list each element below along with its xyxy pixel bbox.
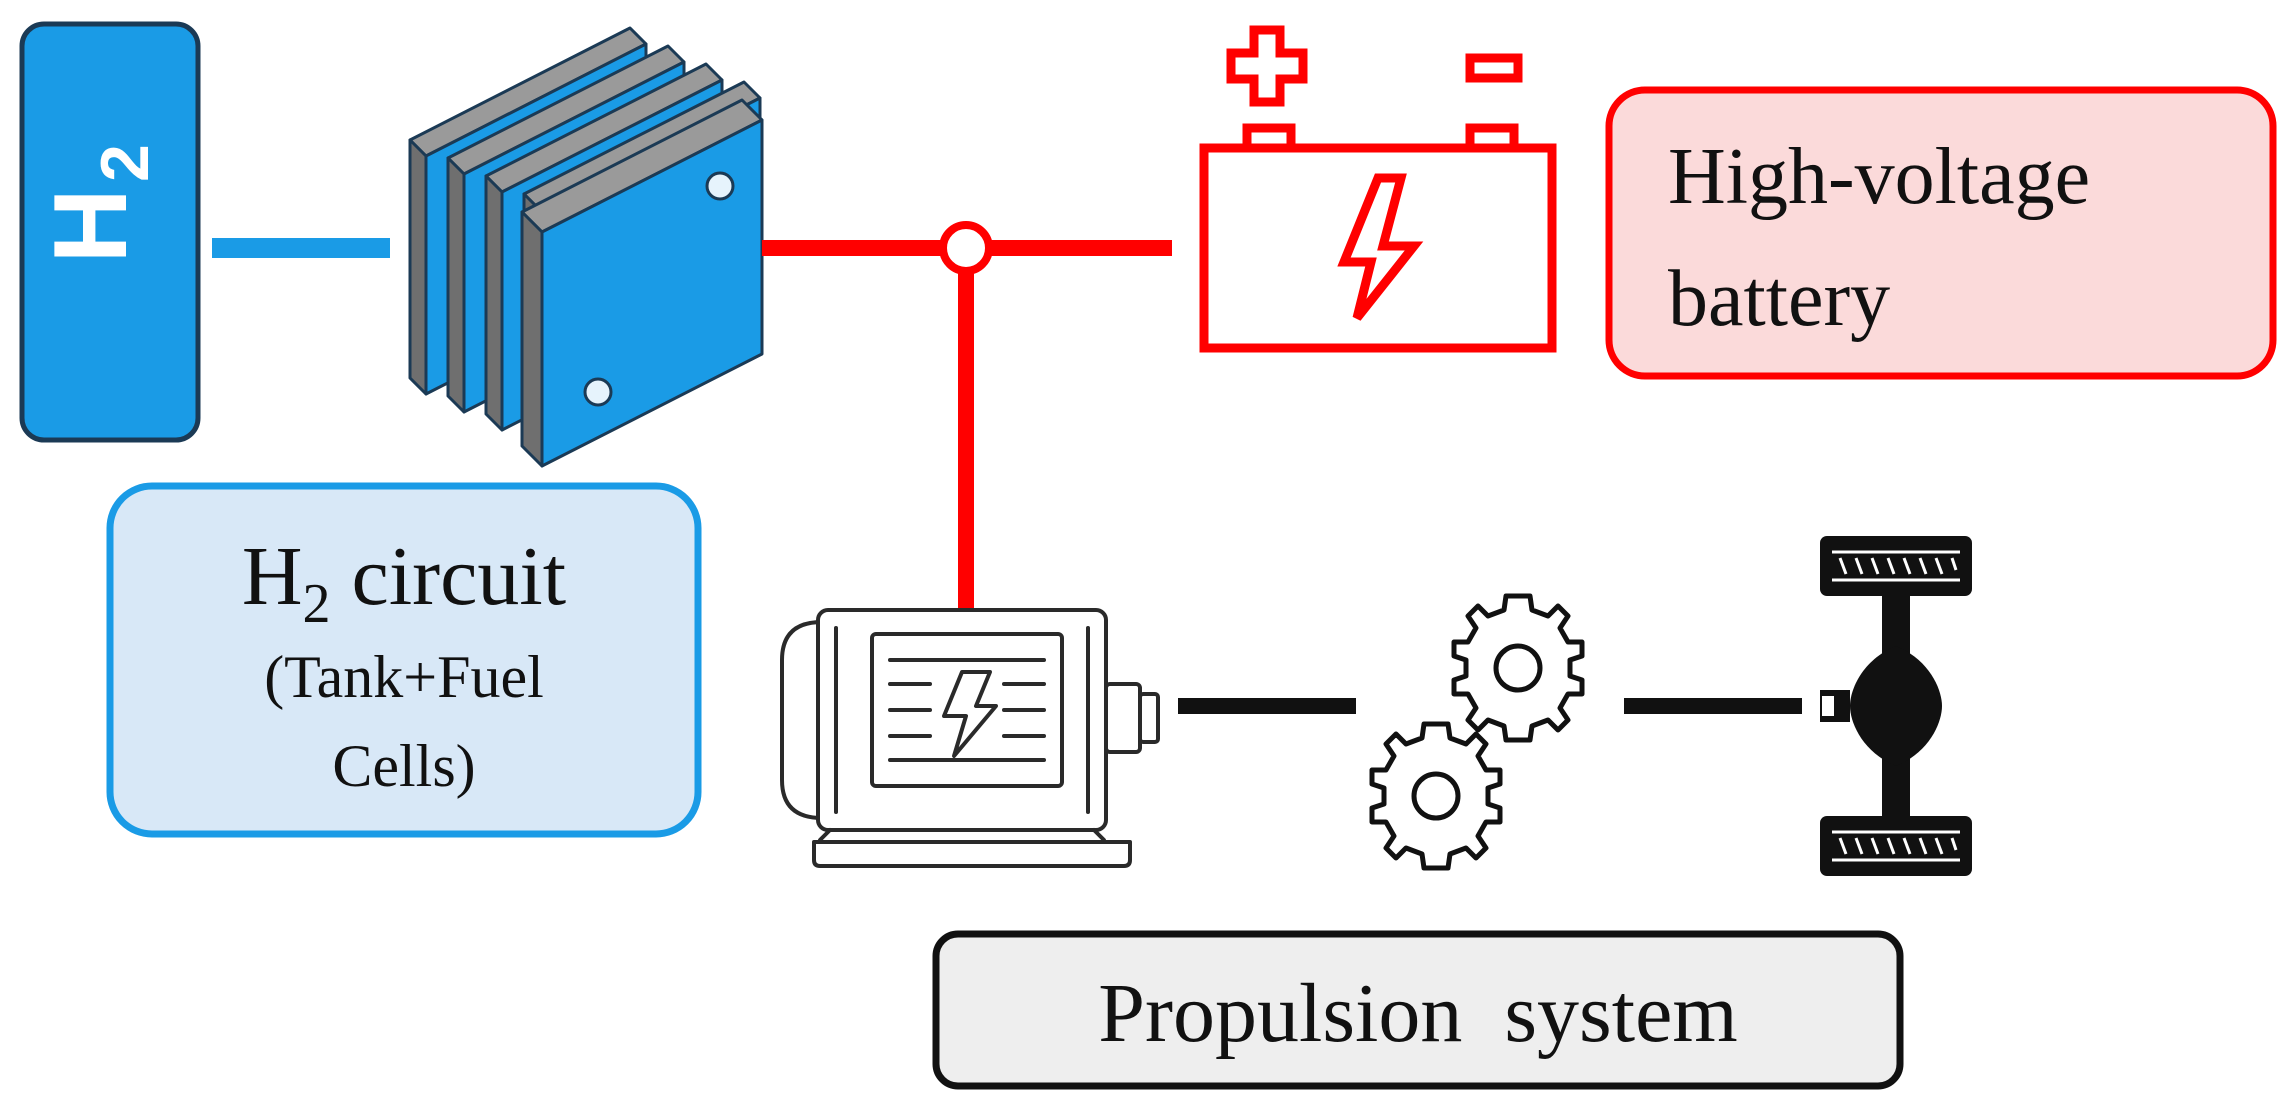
high-voltage-bus bbox=[762, 240, 1172, 622]
h2-circuit-line2: Cells) bbox=[332, 733, 475, 799]
h2-circuit-title-main: H bbox=[242, 530, 303, 623]
h2-tank: H 2 bbox=[19, 21, 201, 443]
h2-tank-subscript: 2 bbox=[87, 144, 163, 182]
battery-label-line2: battery bbox=[1668, 255, 1890, 343]
battery-icon bbox=[1199, 25, 1557, 353]
h2-circuit-label-box: H2 circuit (Tank+Fuel Cells) bbox=[106, 482, 702, 838]
propulsion-label: Propulsion system bbox=[1098, 967, 1737, 1060]
h2-circuit-title: H2 circuit bbox=[242, 530, 566, 635]
gear-icon bbox=[1369, 593, 1585, 871]
h2-circuit-title-rest: circuit bbox=[331, 530, 567, 623]
h2-circuit-line1: (Tank+Fuel bbox=[264, 644, 544, 710]
bus-junction-node bbox=[939, 221, 993, 275]
axle-wheels-icon bbox=[1820, 536, 1972, 876]
propulsion-label-box: Propulsion system bbox=[932, 930, 1904, 1090]
h2-circuit-title-sub: 2 bbox=[303, 573, 331, 635]
battery-label-line1: High-voltage bbox=[1668, 133, 2090, 221]
fuel-cell-stack-icon bbox=[408, 26, 764, 468]
h2-tank-symbol: H bbox=[33, 188, 149, 263]
electric-motor-icon bbox=[780, 608, 1160, 868]
battery-label-box: High-voltage battery bbox=[1605, 86, 2277, 380]
